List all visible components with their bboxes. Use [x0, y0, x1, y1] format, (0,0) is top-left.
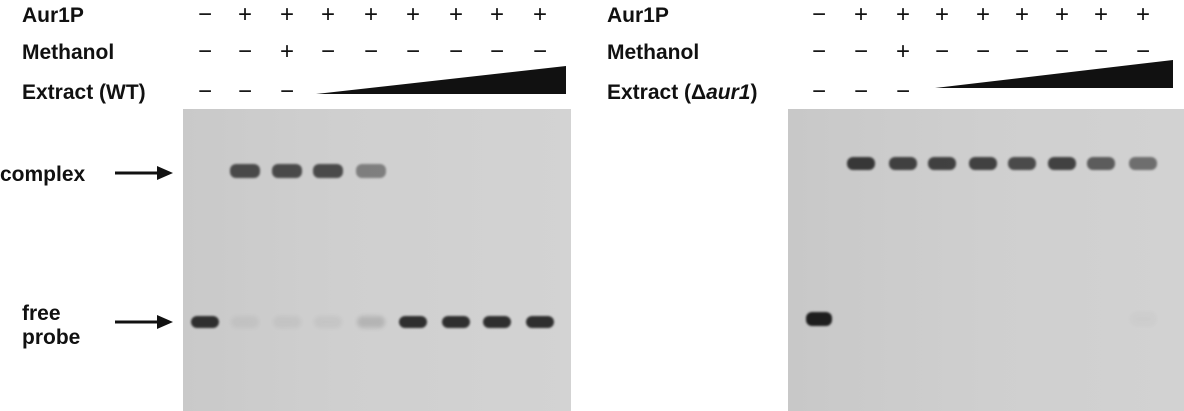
right-extract-sign-lane-2: − [853, 78, 868, 105]
right-methanol-sign-lane-4: − [934, 38, 949, 65]
left-methanol-sign-lane-5: − [363, 38, 378, 65]
right-aur1p-sign-lane-7: + [1054, 1, 1069, 28]
right-complex-band-lane-9 [1129, 156, 1157, 170]
left-aur1p-sign-lane-8: + [489, 1, 504, 28]
left-methanol-sign-lane-3: + [279, 38, 294, 65]
right-methanol-sign-lane-7: − [1054, 38, 1069, 65]
left-methanol-sign-lane-8: − [489, 38, 504, 65]
right-aur1p-sign-lane-3: + [895, 1, 910, 28]
left-free-probe-band-lane-4 [314, 316, 342, 328]
left-free-probe-band-lane-5 [357, 316, 385, 328]
left-aur1p-sign-lane-9: + [532, 1, 547, 28]
right-complex-band-lane-5 [969, 156, 997, 170]
left-aur1p-label: Aur1P [22, 4, 84, 27]
left-free-probe-band-lane-8 [483, 316, 511, 328]
right-extract-gene: aur1 [706, 81, 751, 104]
left-complex-band-lane-5 [356, 164, 386, 178]
right-methanol-sign-lane-5: − [975, 38, 990, 65]
right-aur1p-sign-lane-8: + [1093, 1, 1108, 28]
right-extract-label: Extract (Δaur1) [607, 82, 757, 103]
left-extract-label: Extract (WT) [22, 81, 146, 104]
left-free-probe-band-lane-3 [273, 316, 301, 328]
free-label-line1: free [22, 302, 61, 325]
left-aur1p-sign-lane-3: + [279, 1, 294, 28]
right-methanol-sign-lane-9: − [1135, 38, 1150, 65]
left-methanol-sign-lane-2: − [237, 38, 252, 65]
left-aur1p-sign-lane-4: + [320, 1, 335, 28]
right-aur1p-sign-lane-1: − [811, 1, 826, 28]
left-aur1p-sign-lane-7: + [448, 1, 463, 28]
left-methanol-sign-lane-7: − [448, 38, 463, 65]
left-free-probe-band-lane-6 [399, 316, 427, 328]
left-gel-image [183, 109, 571, 411]
left-aur1p-sign-lane-6: + [405, 1, 420, 28]
left-complex-band-lane-4 [313, 164, 343, 178]
right-extract-suffix: ) [750, 81, 758, 104]
right-methanol-sign-lane-2: − [853, 38, 868, 65]
left-free-probe-band-lane-7 [442, 316, 470, 328]
complex-label: complex [0, 163, 86, 186]
free-label-line2: probe [22, 326, 81, 350]
right-aur1p-sign-lane-4: + [934, 1, 949, 28]
right-gel-image [788, 109, 1184, 411]
free-probe-label: free probe [22, 302, 80, 350]
left-complex-band-lane-2 [230, 164, 260, 178]
left-extract-sign-lane-3: − [279, 78, 294, 105]
left-extract-gradient-wedge [316, 66, 566, 94]
right-complex-band-lane-3 [889, 156, 917, 170]
left-free-probe-band-lane-1 [191, 316, 219, 328]
right-extract-sign-lane-3: − [895, 78, 910, 105]
left-methanol-sign-lane-9: − [532, 38, 547, 65]
left-free-probe-band-lane-2 [231, 316, 259, 328]
left-complex-band-lane-3 [272, 164, 302, 178]
right-aur1p-label: Aur1P [607, 4, 669, 27]
left-extract-sign-lane-1: − [197, 78, 212, 105]
right-methanol-sign-lane-6: − [1014, 38, 1029, 65]
right-complex-band-lane-7 [1048, 156, 1076, 170]
right-free-probe-band-lane-1 [806, 312, 832, 326]
right-methanol-sign-lane-3: + [895, 38, 910, 65]
left-aur1p-sign-lane-2: + [237, 1, 252, 28]
left-methanol-sign-lane-6: − [405, 38, 420, 65]
right-extract-sign-lane-1: − [811, 78, 826, 105]
left-free-probe-band-lane-9 [526, 316, 554, 328]
left-methanol-sign-lane-4: − [320, 38, 335, 65]
left-aur1p-sign-lane-5: + [363, 1, 378, 28]
right-extract-gradient-wedge [935, 60, 1173, 88]
right-methanol-sign-lane-1: − [811, 38, 826, 65]
right-complex-band-lane-4 [928, 156, 956, 170]
right-extract-prefix: Extract (Δ [607, 81, 707, 104]
right-complex-band-lane-8 [1087, 156, 1115, 170]
free-probe-arrow-icon [115, 315, 173, 329]
right-aur1p-sign-lane-2: + [853, 1, 868, 28]
right-methanol-label: Methanol [607, 41, 700, 64]
left-methanol-label: Methanol [22, 41, 115, 64]
right-aur1p-sign-lane-9: + [1135, 1, 1150, 28]
right-aur1p-sign-lane-6: + [1014, 1, 1029, 28]
right-aur1p-sign-lane-5: + [975, 1, 990, 28]
complex-arrow-icon [115, 166, 173, 180]
left-aur1p-sign-lane-1: − [197, 1, 212, 28]
left-methanol-sign-lane-1: − [197, 38, 212, 65]
right-free-probe-band-lane-9 [1130, 312, 1156, 326]
right-complex-band-lane-6 [1008, 156, 1036, 170]
right-methanol-sign-lane-8: − [1093, 38, 1108, 65]
left-extract-sign-lane-2: − [237, 78, 252, 105]
right-complex-band-lane-2 [847, 156, 875, 170]
